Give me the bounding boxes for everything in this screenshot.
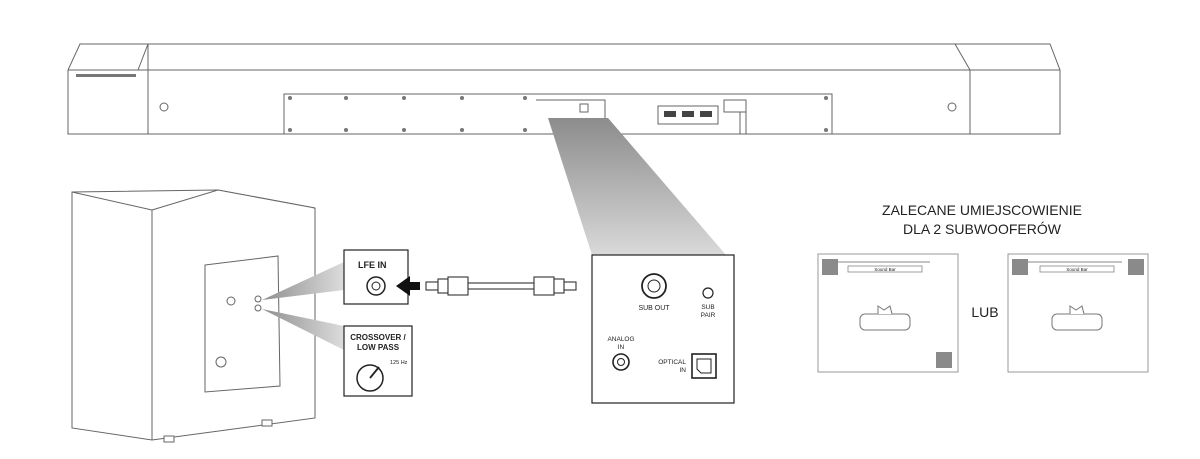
soundbar-connector-panel: SUB OUT SUB PAIR ANALOG IN OPTICAL IN [591,254,735,404]
screw-left [159,102,169,112]
zoom-beam-lfe [262,262,344,300]
analog-in-label-2: IN [618,344,625,351]
recess-dots [288,96,828,132]
screw-right [947,102,957,112]
rca-cable [425,276,577,296]
sub-foot-right [261,419,273,427]
placement-heading-1: ZALECANE UMIEJSCOWIENIE [882,202,1082,218]
optical-in-label-2: IN [680,367,687,374]
sub-jack-top [254,295,262,303]
arrow-left [396,276,420,296]
sub-knob-small [226,296,236,306]
sub-screw [215,356,227,368]
couch-left [859,305,911,331]
zoom-beam-soundbar [548,118,726,255]
sub-pair-button [702,287,714,299]
optical-in-label-1: OPTICAL [658,359,686,366]
sub-rear-panel [204,255,281,393]
hdmi-port-1 [664,111,676,117]
lfe-in-label: LFE IN [358,260,387,270]
sub-jack-bottom [254,304,262,312]
soundbar-outline-right [1039,265,1115,273]
sub-out-jack-core [647,279,661,293]
placement-heading-2: DLA 2 SUBWOOFERÓW [903,221,1062,237]
optical-port-small [579,103,589,113]
lfe-in-jack-core [371,281,381,291]
subwoofer-marker-top-left [822,259,838,275]
subwoofer-marker-top-left-b [1012,259,1028,275]
room-option-left: Sound Bar [817,253,959,373]
crossover-knob-pointer [369,366,380,379]
placement-section: ZALECANE UMIEJSCOWIENIE DLA 2 SUBWOOFERÓ… [817,202,1149,373]
hdmi-port-3 [700,111,712,117]
crossover-label-1: CROSSOVER / [350,333,406,342]
optical-in-port-inner [696,358,712,374]
room-option-right: Sound Bar [1007,253,1149,373]
display-strip [76,74,136,77]
lfe-in-panel: LFE IN [343,249,409,305]
soundbar-label-right: Sound Bar [1066,267,1088,272]
subwoofer [71,189,316,443]
or-label: LUB [971,304,998,320]
sub-out-label: SUB OUT [638,305,670,312]
analog-in-jack-core [617,358,625,366]
crossover-label-2: LOW PASS [357,343,400,352]
subwoofer-marker-bottom-right [936,352,952,368]
sub-foot-left [163,435,175,443]
sub-pair-label-1: SUB [701,304,714,311]
subwoofer-marker-top-right-b [1128,259,1144,275]
soundbar-label-left: Sound Bar [874,267,896,272]
analog-in-label-1: ANALOG [607,336,634,343]
soundbar-outline-left [847,265,923,273]
zoom-beam-crossover [262,309,344,350]
sub-pair-label-2: PAIR [701,312,716,319]
hdmi-port-2 [682,111,694,117]
soundbar [67,43,1061,135]
crossover-panel: CROSSOVER / LOW PASS 125 Hz [343,325,413,397]
couch-right [1051,305,1103,331]
frequency-label: 125 Hz [390,360,408,366]
optical-in-port [691,353,717,379]
power-socket [723,99,747,113]
